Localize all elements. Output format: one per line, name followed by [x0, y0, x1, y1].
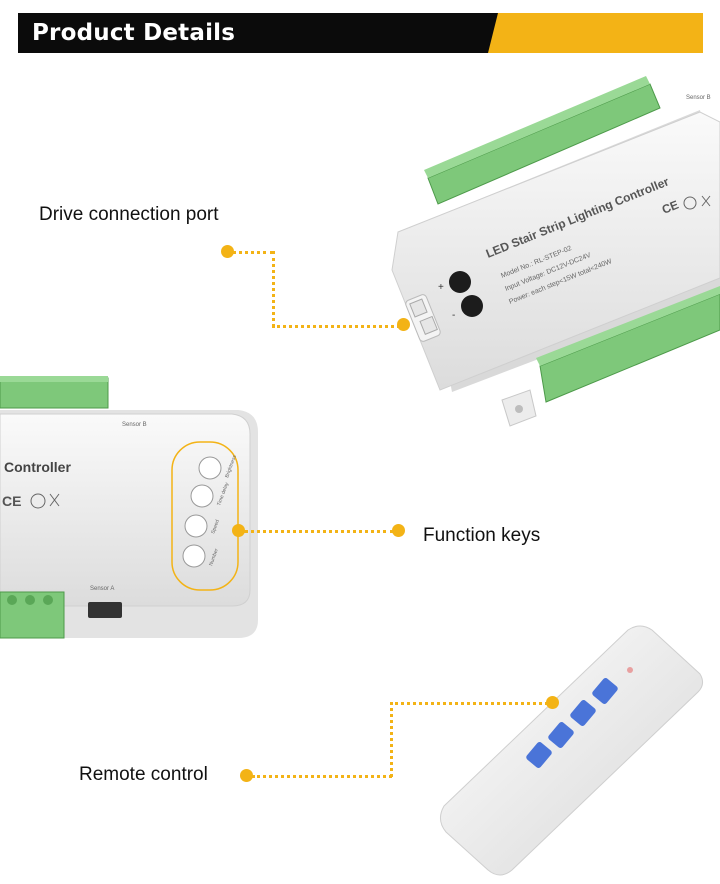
callout-line [232, 251, 274, 254]
svg-text:Sensor B: Sensor B [686, 95, 711, 101]
section-title: Product Details [32, 20, 236, 46]
callout-line [272, 251, 275, 327]
callout-line [390, 702, 548, 705]
section-header: Product Details [18, 13, 703, 53]
svg-text:Sensor B: Sensor B [122, 422, 147, 428]
svg-text:Speed: Speed [210, 519, 221, 535]
callout-dot-drive-port-end [397, 318, 410, 331]
controller-top-view: + - LED Stair Strip Lighting Controller … [391, 76, 720, 427]
callout-line [390, 702, 393, 777]
callout-dot-remote [240, 769, 253, 782]
callout-line [272, 325, 400, 328]
svg-text:-: - [452, 310, 455, 321]
controller-side-view: Brightness Time delay Speed Number Contr… [0, 376, 258, 639]
callout-dot-drive-port [221, 245, 234, 258]
callout-drive-port-label: Drive connection port [39, 204, 219, 225]
svg-text:Number: Number [208, 548, 220, 567]
callout-line [252, 775, 392, 778]
callout-function-keys-label: Function keys [423, 525, 541, 546]
header-accent-stripe [488, 13, 703, 53]
svg-text:Sensor A: Sensor A [90, 586, 114, 592]
callout-dot-function-keys-end [392, 524, 405, 537]
remote-control [440, 625, 704, 876]
controller-title-print-side: Controller [4, 459, 71, 475]
svg-text:CE: CE [2, 493, 21, 509]
callout-line [244, 530, 394, 533]
svg-text:CE: CE [660, 198, 681, 217]
callout-dot-function-keys [232, 524, 245, 537]
callout-dot-remote-end [546, 696, 559, 709]
callout-remote-label: Remote control [79, 764, 208, 785]
svg-text:+: + [438, 282, 444, 293]
